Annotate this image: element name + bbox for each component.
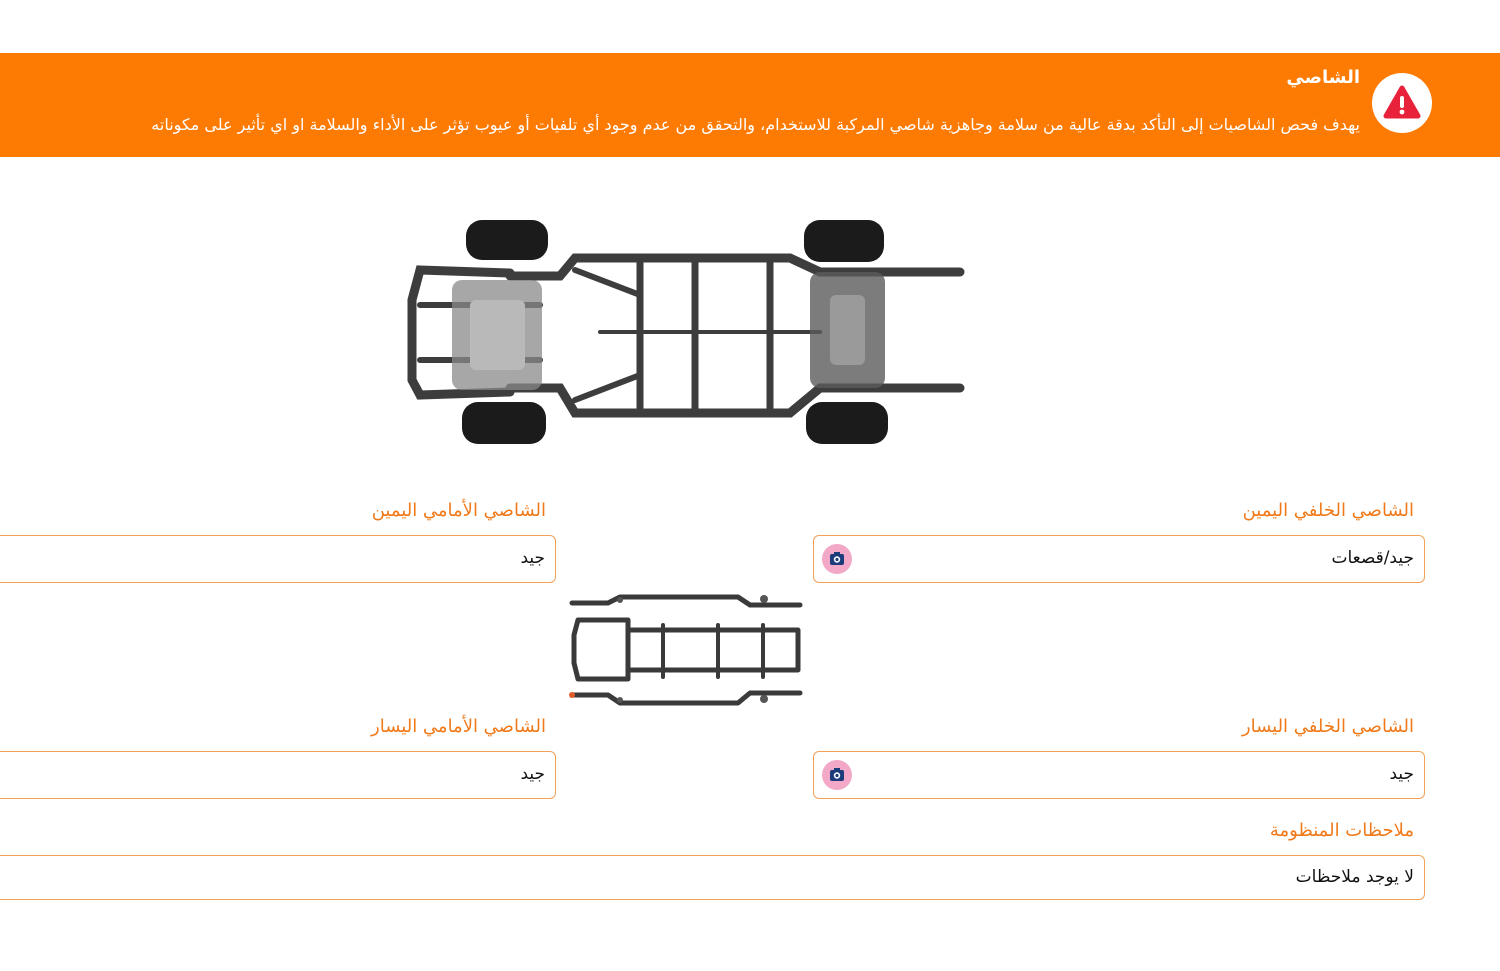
bare-frame-image — [569, 594, 803, 706]
rear-left-chassis-value: جيد — [1389, 764, 1414, 784]
rear-left-chassis-field[interactable]: جيد — [813, 751, 1425, 799]
chassis-section-banner: الشاصي يهدف فحص الشاصيات إلى التأكد بدقة… — [0, 53, 1500, 157]
front-right-chassis-value: جيد — [520, 548, 545, 568]
system-notes-label: ملاحظات المنظومة — [1269, 820, 1414, 841]
front-left-chassis-label: الشاصي الأمامي اليسار — [371, 716, 546, 737]
front-left-chassis-field[interactable]: جيد — [0, 751, 556, 799]
front-left-chassis-value: جيد — [520, 764, 545, 784]
system-notes-field[interactable]: لا يوجد ملاحظات — [0, 855, 1425, 900]
rear-right-photo-button[interactable] — [822, 544, 852, 574]
chassis-with-wheels-image — [407, 220, 965, 444]
rear-right-chassis-label: الشاصي الخلفي اليمين — [1242, 500, 1414, 521]
warning-badge — [1372, 73, 1432, 133]
rear-left-photo-button[interactable] — [822, 760, 852, 790]
front-right-chassis-field[interactable]: جيد — [0, 535, 556, 583]
camera-icon — [830, 768, 844, 781]
camera-icon — [830, 552, 844, 565]
section-description: يهدف فحص الشاصيات إلى التأكد بدقة عالية … — [151, 115, 1360, 134]
front-right-chassis-label: الشاصي الأمامي اليمين — [371, 500, 546, 521]
warning-triangle-icon — [1383, 85, 1421, 119]
section-title: الشاصي — [1286, 67, 1360, 88]
system-notes-value: لا يوجد ملاحظات — [1295, 867, 1414, 887]
rear-left-chassis-label: الشاصي الخلفي اليسار — [1241, 716, 1414, 737]
rear-right-chassis-value: جيد/قصعات — [1331, 548, 1414, 568]
rear-right-chassis-field[interactable]: جيد/قصعات — [813, 535, 1425, 583]
